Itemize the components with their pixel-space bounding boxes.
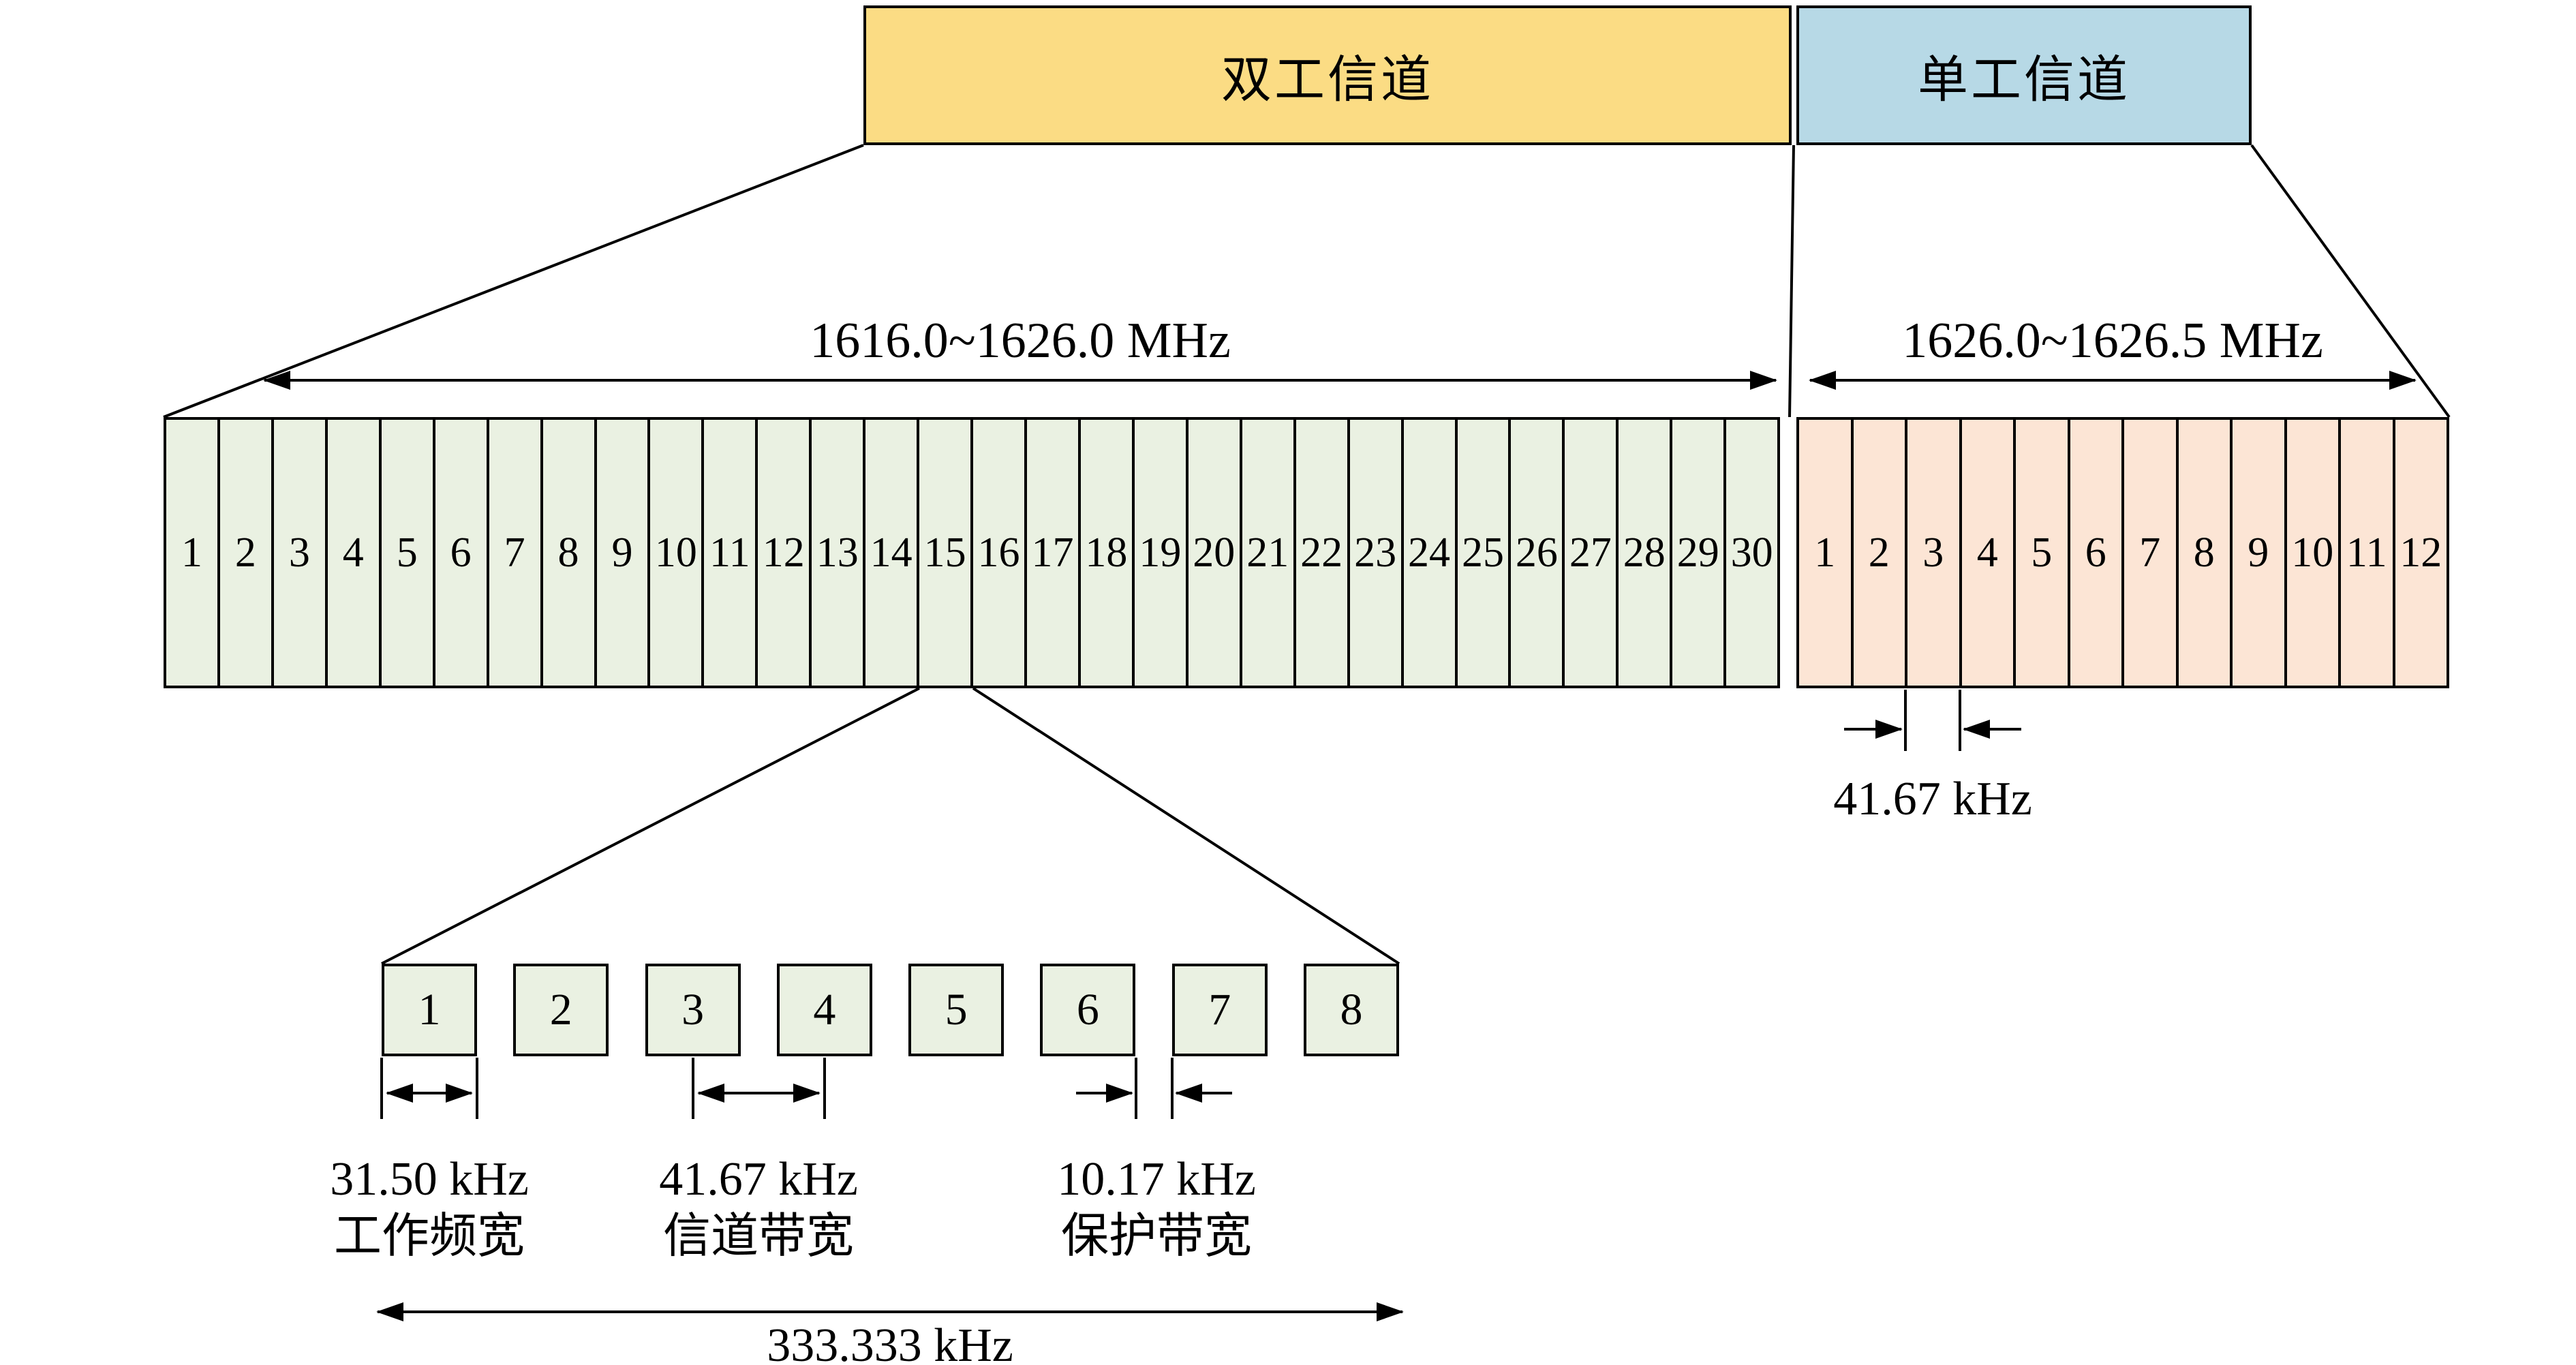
simplex-band-range-label: 1626.0~1626.5 MHz	[1902, 313, 2323, 369]
duplex-channel-cell: 9	[597, 420, 651, 686]
sub-channel-cell: 3	[645, 964, 741, 1056]
duplex-channel-cell: 23	[1350, 420, 1404, 686]
duplex-channel-cell: 20	[1189, 420, 1242, 686]
guard-bandwidth-name: 保护带宽	[1061, 1210, 1252, 1263]
duplex-channel-cell: 28	[1619, 420, 1673, 686]
simplex-channel-cell: 12	[2399, 529, 2442, 576]
duplex-channel-cell: 2	[220, 420, 274, 686]
guard-bandwidth-value: 10.17 kHz	[1057, 1153, 1256, 1206]
duplex-channel-cell: 1	[166, 420, 220, 686]
duplex-channel-cell: 3	[274, 420, 328, 686]
duplex-channel-cell: 24	[1404, 420, 1458, 686]
sub-channel-cell: 7	[1171, 964, 1268, 1056]
duplex-channel-cell: 15	[919, 420, 974, 686]
simplex-channel-cell: 6	[2070, 420, 2124, 686]
duplex-channel-cell: 29	[1672, 420, 1727, 686]
sub-channel-cell: 5	[908, 964, 1005, 1056]
duplex-channel-cell: 14	[865, 420, 920, 686]
simplex-channel-box: 单工信道	[1796, 5, 2252, 145]
duplex-channel-cell: 4	[328, 420, 382, 686]
duplex-channel-cell: 17	[1027, 420, 1081, 686]
duplex-channel-cell: 22	[1296, 420, 1350, 686]
working-bandwidth-value: 31.50 kHz	[330, 1153, 529, 1206]
duplex-box-label: 双工信道	[1221, 52, 1434, 108]
guard-bandwidth-measure	[1076, 1058, 1232, 1119]
duplex-channel-box: 双工信道	[863, 5, 1792, 145]
duplex-channel-cell: 21	[1242, 420, 1296, 686]
duplex-channel-cell: 18	[1081, 420, 1135, 686]
duplex-channel-cell: 6	[435, 420, 489, 686]
duplex-band-range-label: 1616.0~1626.0 MHz	[810, 313, 1231, 369]
duplex-channel-cell: 16	[973, 420, 1027, 686]
simplex-channel-cell: 1	[1799, 420, 1854, 686]
duplex-channel-cell: 25	[1458, 420, 1512, 686]
simplex-box-label: 单工信道	[1918, 52, 2130, 108]
total-span-label: 333.333 kHz	[767, 1319, 1013, 1365]
simplex-spacing-label: 41.67 kHz	[1833, 773, 2032, 825]
simplex-channel-cell: 5	[2016, 420, 2070, 686]
duplex-channel-cell: 12	[758, 420, 812, 686]
sub-channel-cell: 8	[1303, 964, 1399, 1056]
sub-channel-cell: 1	[382, 964, 477, 1056]
sub-channel-cell: 6	[1040, 964, 1136, 1056]
duplex-channel-cell: 27	[1565, 420, 1619, 686]
simplex-channel-cell: 3	[1907, 420, 1962, 686]
duplex-channel-cell: 5	[382, 420, 435, 686]
simplex-channel-cell: 9	[2233, 420, 2287, 686]
duplex-channel-cell: 10	[650, 420, 705, 686]
working-bandwidth-measure	[380, 1058, 478, 1119]
simplex-channel-cell: 11	[2341, 420, 2395, 686]
duplex-channel-cell: 11	[704, 420, 758, 686]
simplex-channel-cell: 2	[1854, 420, 1907, 686]
working-bandwidth-name: 工作频宽	[334, 1210, 525, 1263]
simplex-channel-cell: 4	[1962, 420, 2016, 686]
channel-bandwidth-value: 41.67 kHz	[659, 1153, 858, 1206]
duplex-channel-cell: 8	[543, 420, 597, 686]
sub-channel-cell: 4	[776, 964, 872, 1056]
simplex-channel-cell: 7	[2124, 420, 2179, 686]
simplex-channel-cell: 10	[2287, 420, 2341, 686]
simplex-spacing-measure	[1844, 690, 2021, 751]
duplex-channel-cell: 26	[1511, 420, 1565, 686]
duplex-channel-cell: 19	[1135, 420, 1189, 686]
channel-bandwidth-name: 信道带宽	[663, 1210, 854, 1263]
duplex-channel-cell: 30	[1730, 529, 1773, 576]
sub-channel-cell: 2	[513, 964, 609, 1056]
channel-bandwidth-measure	[692, 1058, 826, 1119]
duplex-channel-cell: 7	[489, 420, 543, 686]
duplex-channel-cell: 13	[812, 420, 866, 686]
simplex-channel-cell: 8	[2179, 420, 2233, 686]
